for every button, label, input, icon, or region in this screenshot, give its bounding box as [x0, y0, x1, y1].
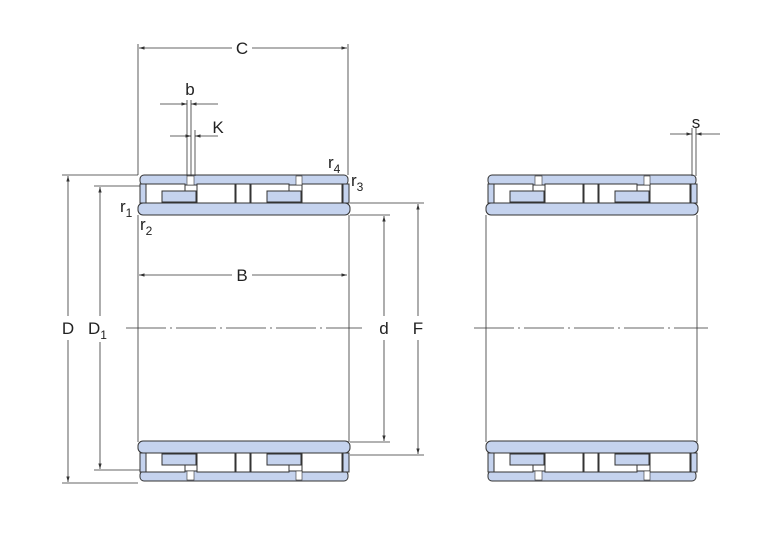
label-b: b — [185, 80, 194, 99]
lower-ring-section — [137, 440, 351, 482]
label-r2: r2 — [140, 215, 153, 238]
label-d: d — [379, 319, 388, 338]
lower-ring-section-2 — [485, 440, 699, 482]
upper-ring-section-2 — [485, 174, 699, 216]
bearing-section-view — [137, 174, 351, 482]
label-C: C — [236, 39, 248, 58]
label-D: D — [62, 319, 74, 338]
label-r4: r4 — [328, 153, 341, 176]
label-r1: r1 — [120, 197, 133, 220]
label-r3: r3 — [351, 171, 364, 194]
label-F: F — [413, 319, 423, 338]
label-B: B — [236, 266, 247, 285]
label-K: K — [212, 118, 224, 137]
label-D1: D1 — [88, 319, 107, 342]
bearing-side-view — [485, 174, 699, 482]
label-s: s — [692, 113, 701, 132]
upper-ring-section — [137, 174, 351, 216]
